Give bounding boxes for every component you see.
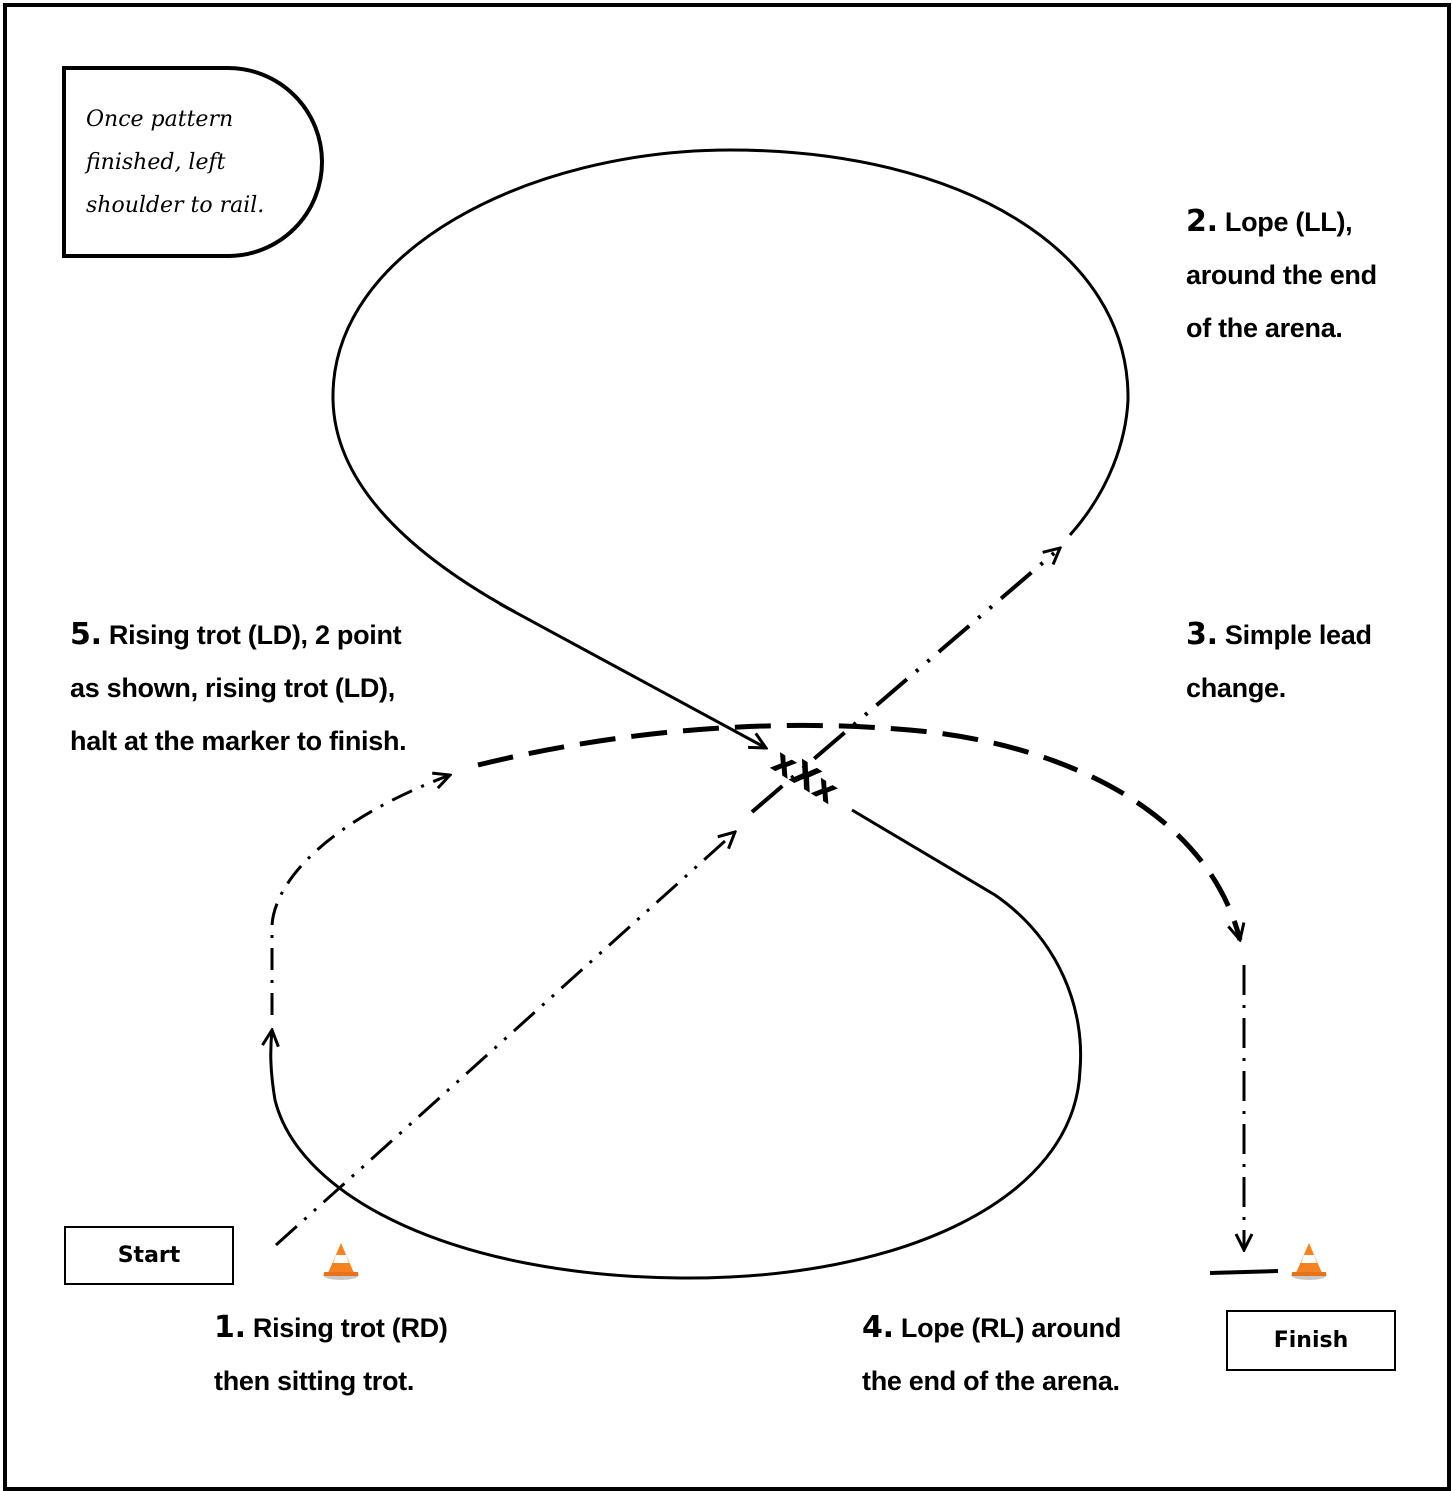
step-2-line-3: of the arena. <box>1186 313 1343 343</box>
start-label-box: Start <box>64 1226 234 1285</box>
step-5-line-3: halt at the marker to finish. <box>70 726 407 756</box>
upper-diagonal-path <box>499 602 766 748</box>
step-2-line-1: Lope (LL), <box>1224 207 1353 237</box>
step-4-text: 4. Lope (RL) around the end of the arena… <box>862 1301 1121 1408</box>
step-3-text: 3. Simple lead change. <box>1186 608 1372 715</box>
upper-loop-path <box>331 148 1130 614</box>
start-cone-icon <box>323 1243 359 1280</box>
note-line-3: shoulder to rail. <box>86 193 265 218</box>
step-5-line-2: as shown, rising trot (LD), <box>70 673 395 703</box>
step-5-number: 5 <box>70 617 91 652</box>
finish-label-box: Finish <box>1226 1310 1396 1371</box>
step-5-line-1: Rising trot (LD), 2 point <box>108 620 402 650</box>
arena-border <box>3 3 1451 1491</box>
halt-line <box>1209 1269 1279 1275</box>
note-box: Once pattern finished, left shoulder to … <box>62 66 324 258</box>
step-1-line-1: Rising trot (RD) <box>252 1313 448 1343</box>
step-1-line-2: then sitting trot. <box>214 1366 415 1396</box>
left-trot-path <box>270 775 450 1015</box>
step-2-number: 2 <box>1186 204 1207 239</box>
step-5-text: 5. Rising trot (LD), 2 point as shown, r… <box>70 608 407 768</box>
lope-dashed-arc <box>477 722 1240 940</box>
step-4-number: 4 <box>862 1310 883 1345</box>
step-4-line-1: Lope (RL) around <box>900 1313 1122 1343</box>
center-marker: xXx <box>765 741 846 812</box>
finish-cone-icon <box>1291 1243 1327 1280</box>
step-3-number: 3 <box>1186 617 1207 652</box>
upper-diagonal-dashdot-path <box>750 548 1060 814</box>
step-3-line-1: Simple lead <box>1224 620 1372 650</box>
step-1-number: 1 <box>214 1310 235 1345</box>
step-4-line-2: the end of the arena. <box>862 1366 1120 1396</box>
lower-loop-path <box>271 808 1083 1280</box>
step-2-line-2: around the end <box>1186 260 1377 290</box>
step-2-text: 2. Lope (LL), around the end of the aren… <box>1186 195 1377 355</box>
main-diagonal-path <box>274 832 735 1247</box>
step-3-line-2: change. <box>1186 673 1286 703</box>
note-line-1: Once pattern <box>86 107 234 132</box>
step-1-text: 1. Rising trot (RD) then sitting trot. <box>214 1301 448 1408</box>
note-line-2: finished, left <box>86 150 226 175</box>
